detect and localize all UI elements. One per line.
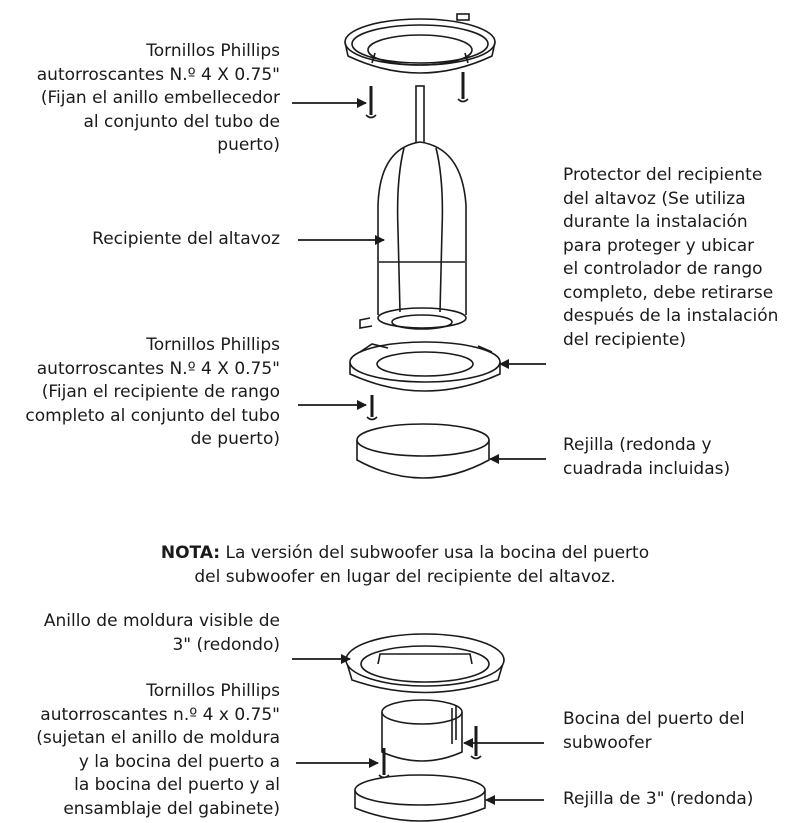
label-grille-3in: Rejilla de 3" (redonda) — [563, 789, 754, 809]
label-grille: Rejilla (redonda y cuadrada incluidas) — [563, 435, 731, 479]
screw-middle — [366, 395, 378, 421]
label-subwoofer-port: Bocina del puerto del subwoofer — [563, 709, 745, 753]
subwoofer-port-horn — [381, 699, 463, 762]
note-label: NOTA: — [160, 543, 221, 563]
note-text: La versión del subwoofer usa la bocina d… — [194, 543, 650, 587]
label-screws-bottom: Tornillos Phillips autorroscantes n.º 4 … — [36, 681, 280, 819]
note: NOTA: La versión del subwoofer usa la bo… — [0, 542, 810, 589]
label-screws-top: Tornillos Phillips autorroscantes N.º 4 … — [36, 41, 280, 155]
grille-bottom — [354, 774, 486, 822]
trim-ring-bottom — [345, 633, 505, 694]
label-speaker-enclosure: Recipiente del altavoz — [92, 229, 280, 249]
trim-ring-top — [344, 13, 496, 74]
grille-top — [356, 423, 490, 479]
screw-pair-bottom — [378, 726, 482, 779]
label-screws-middle: Tornillos Phillips autorroscantes N.º 4 … — [25, 335, 280, 449]
guide-post — [415, 85, 425, 147]
enclosure-protector — [349, 341, 501, 392]
speaker-enclosure — [359, 141, 467, 330]
screw-pair-top — [365, 72, 469, 119]
label-enclosure-protector: Protector del recipiente del altavoz (Se… — [563, 165, 779, 350]
label-trim-ring: Anillo de moldura visible de 3" (redondo… — [43, 611, 280, 655]
